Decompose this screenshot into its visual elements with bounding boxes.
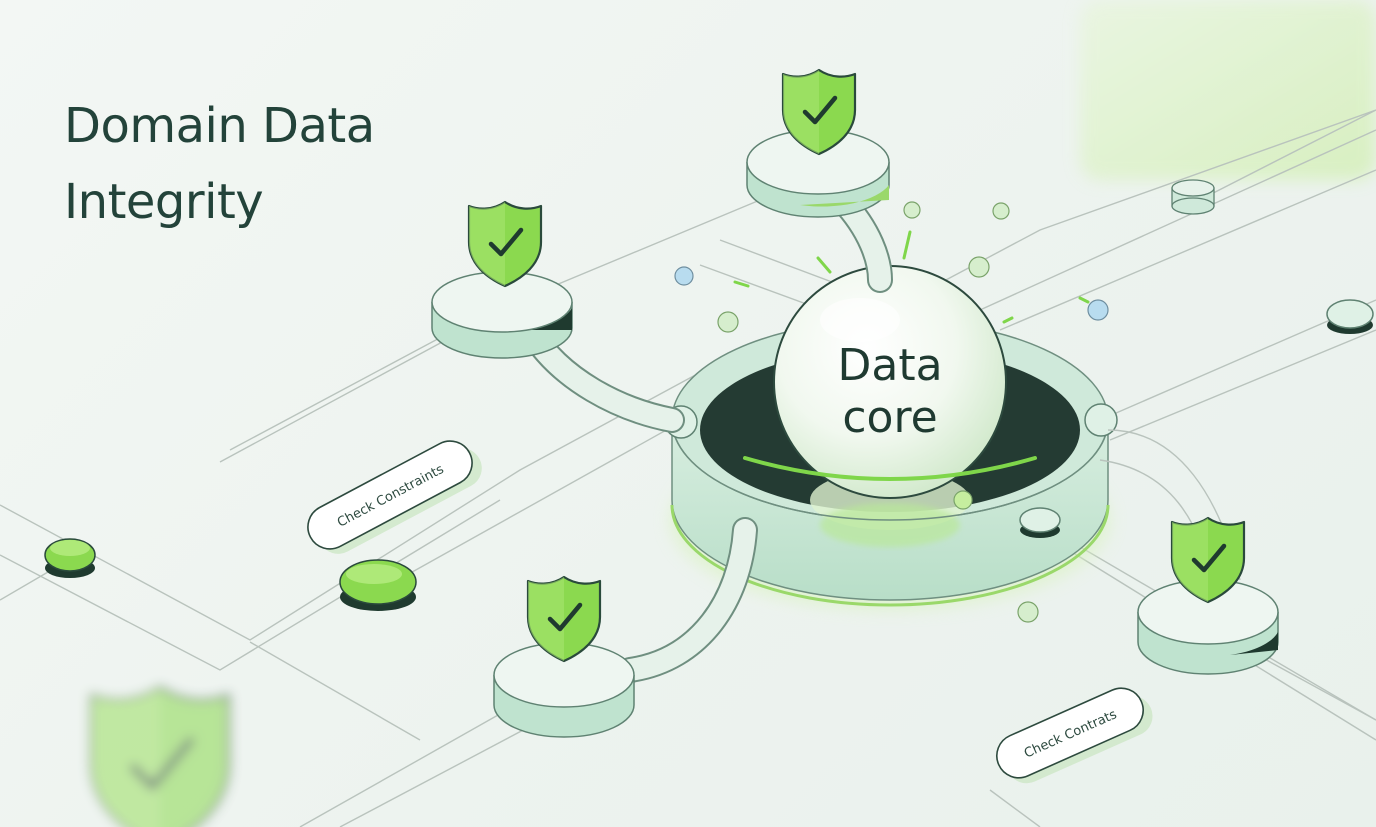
database-node-icon [1326,299,1374,334]
title-line-1: Domain Data [64,98,375,154]
database-node-icon [44,538,96,578]
platform-top [746,129,890,218]
database-node-icon [1171,179,1215,215]
platform-right [1137,579,1279,675]
check-constraints-label: Check Constraints [307,440,482,554]
database-node-icon [1019,507,1061,538]
core-label-line-1: Data [837,340,942,391]
platform-bottom [493,642,635,738]
title-line-2: Integrity [64,174,264,230]
floating-particles [674,201,1109,623]
blurred-shield-icon [92,688,229,827]
platform-left [431,271,573,359]
core-label-line-2: core [842,392,937,443]
check-contrats-label: Check Contrats [996,687,1153,784]
background-blur-shapes [92,0,1376,827]
page-title: Domain Data Integrity [64,88,375,240]
data-core-sphere: Data core [773,265,1007,547]
database-node-icon [339,559,417,611]
